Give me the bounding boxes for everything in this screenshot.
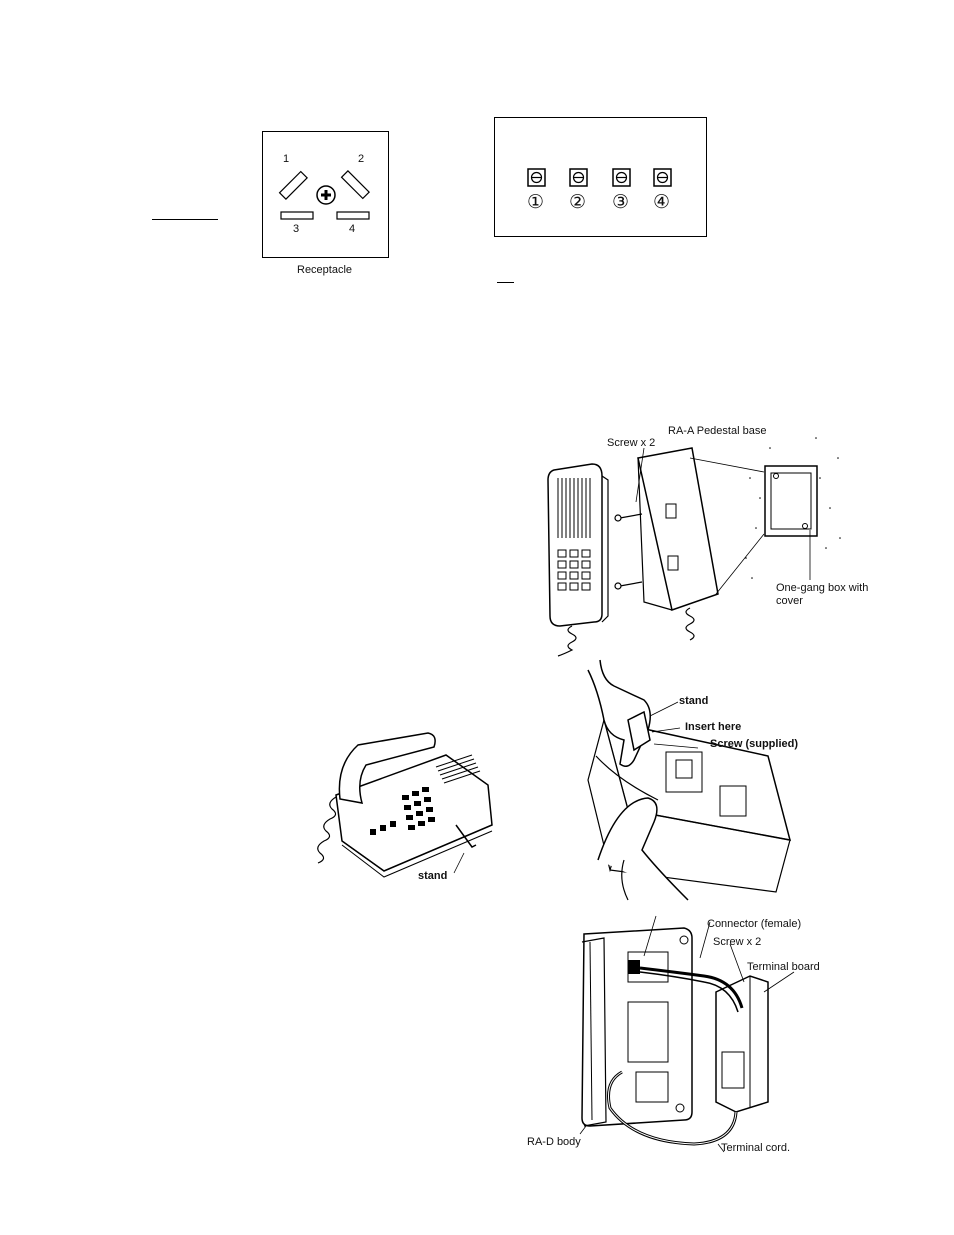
desk-phone-figure: stand: [296, 725, 506, 887]
screw-x2-label: Screw x 2: [607, 437, 655, 450]
pin-label-3: 3: [293, 223, 299, 236]
wall-screw-x2-label: Screw x 2: [713, 936, 761, 949]
pin-label-1: 1: [283, 153, 289, 166]
receptacle-caption: Receptacle: [297, 264, 352, 277]
terminal-number-4: ④: [653, 192, 670, 212]
ra-d-body-label: RA-D body: [527, 1136, 581, 1149]
screw-supplied-label: Screw (supplied): [710, 738, 798, 751]
pedestal-base-figure: Screw x 2 RA-A Pedestal base One-gang bo…: [520, 418, 850, 658]
one-gang-box-label-line2: cover: [776, 595, 803, 608]
stand-install-figure: stand Insert here Screw (supplied): [558, 660, 848, 902]
pin-label-2: 2: [358, 153, 364, 166]
pedestal-base-label: RA-A Pedestal base: [668, 425, 766, 438]
pedestal-drawing: [520, 418, 850, 658]
wall-mount-drawing: [524, 912, 854, 1156]
pin-label-4: 4: [349, 223, 355, 236]
leader-line-short: [497, 282, 514, 283]
terminal-number-3: ③: [612, 192, 629, 212]
desk-phone-drawing: [296, 725, 506, 887]
terminal-panel-figure: ① ② ③ ④: [494, 117, 707, 237]
connector-female-label: Connector (female): [707, 918, 801, 931]
wall-mount-figure: Connector (female) Screw x 2 Terminal bo…: [524, 912, 854, 1156]
insert-here-label: Insert here: [685, 721, 741, 734]
receptacle-drawing: [263, 132, 390, 259]
terminal-screws: [495, 118, 708, 238]
terminal-board-label: Terminal board: [747, 961, 820, 974]
terminal-cord-label: Terminal cord.: [721, 1142, 790, 1155]
receptacle-figure: 1 2 3 4: [262, 131, 389, 258]
terminal-number-2: ②: [569, 192, 586, 212]
one-gang-box-label-line1: One-gang box with: [776, 582, 868, 595]
leader-line-left: [152, 219, 218, 220]
install-stand-label: stand: [679, 695, 708, 708]
terminal-number-1: ①: [527, 192, 544, 212]
desk-stand-label: stand: [418, 870, 447, 883]
